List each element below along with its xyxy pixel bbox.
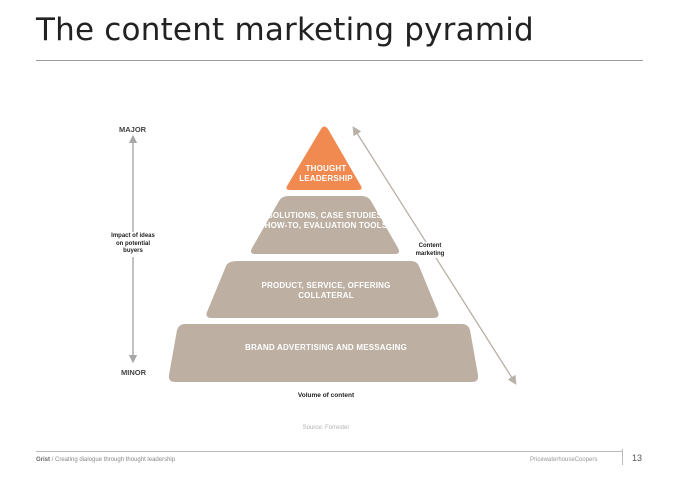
tier-thought-leadership <box>286 126 362 190</box>
tier-label-product: PRODUCT, SERVICE, OFFERING COLLATERAL <box>261 281 391 300</box>
tier-label-thought-leadership: THOUGHT LEADERSHIP <box>299 164 353 183</box>
axis-minor-label: MINOR <box>121 368 146 377</box>
impact-label: Impact of ideas on potential buyers <box>110 232 156 257</box>
page-title: The content marketing pyramid <box>36 12 534 48</box>
tier-product-collateral <box>206 261 439 318</box>
tier-solutions <box>251 196 399 254</box>
tier-brand-advertising <box>168 324 479 382</box>
tier-label-brand: BRAND ADVERTISING AND MESSAGING <box>244 343 408 352</box>
footer-brand: Grist <box>36 457 51 463</box>
page-number: 13 <box>632 453 643 463</box>
source-note: Source: Forrester <box>302 425 350 431</box>
tier-label-solutions: SOLUTIONS, CASE STUDIES, HOW-TO, EVALUAT… <box>264 211 388 230</box>
title-divider <box>36 60 643 61</box>
footer-company: PricewaterhouseCoopers <box>530 457 598 463</box>
footer-divider <box>36 451 622 452</box>
footer-separator <box>622 449 623 465</box>
footer-tagline: Grist / Creating dialogue through though… <box>36 457 175 463</box>
volume-label: Volume of content <box>297 392 355 399</box>
axis-major-label: MAJOR <box>119 125 147 134</box>
content-marketing-label: Content marketing <box>409 242 451 258</box>
footer-tagline-text: / Creating dialogue through thought lead… <box>50 457 176 463</box>
